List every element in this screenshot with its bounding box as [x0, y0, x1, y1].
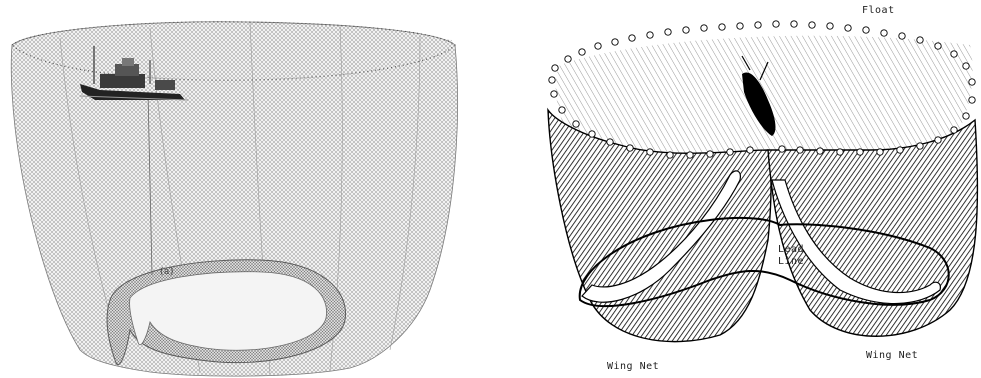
wing-net-illustration: Float Lead Line Wing Net Wing Net: [510, 0, 981, 378]
marker-label-a: (a): [160, 268, 174, 277]
purse-seine-drawing: [0, 0, 500, 378]
wing-net-left-label: Wing Net: [607, 362, 659, 372]
float-label: Float: [862, 6, 895, 16]
wing-net-drawing: [510, 0, 981, 378]
wing-net-right-label: Wing Net: [866, 351, 918, 361]
purse-seine-illustration: (a): [0, 0, 500, 378]
lead-line-label: Lead Line: [778, 244, 804, 268]
